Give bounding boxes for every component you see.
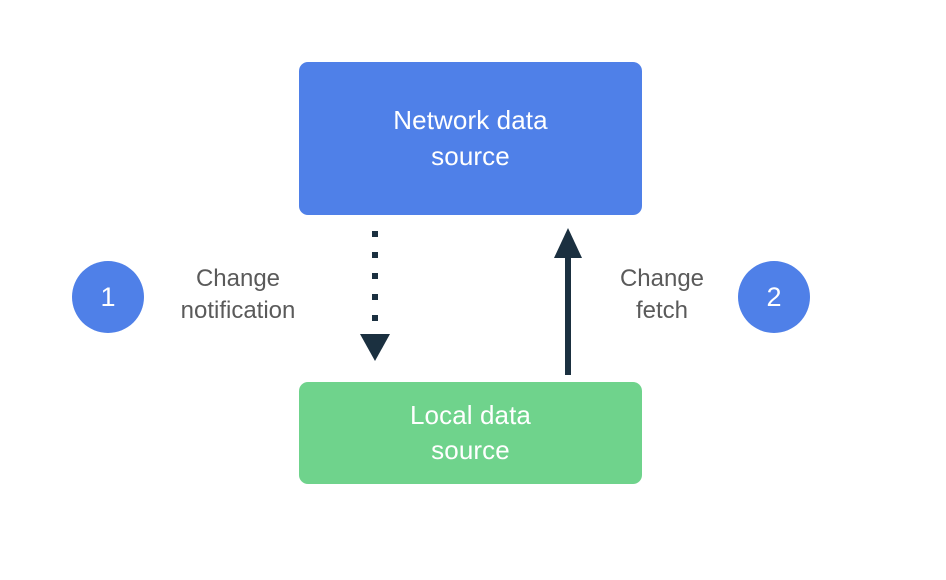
step-badge-1-number: 1 [100,281,116,312]
arrow-change-notification-down-icon [360,231,390,361]
node-local-data-source[interactable]: Local data source [299,382,642,484]
node-local-data-source-label: Local data source [410,399,531,465]
step-label-change-notification: Change notification [180,265,296,324]
step-badge-2[interactable]: 2 [738,261,810,333]
node-network-data-source-label: Network data source [393,105,548,171]
arrow-change-fetch-up-icon [554,228,582,375]
step-badge-1[interactable]: 1 [72,261,144,333]
step-label-change-fetch: Change fetch [619,265,705,324]
step-badge-2-number: 2 [766,281,782,312]
node-network-data-source[interactable]: Network data source [299,62,642,215]
